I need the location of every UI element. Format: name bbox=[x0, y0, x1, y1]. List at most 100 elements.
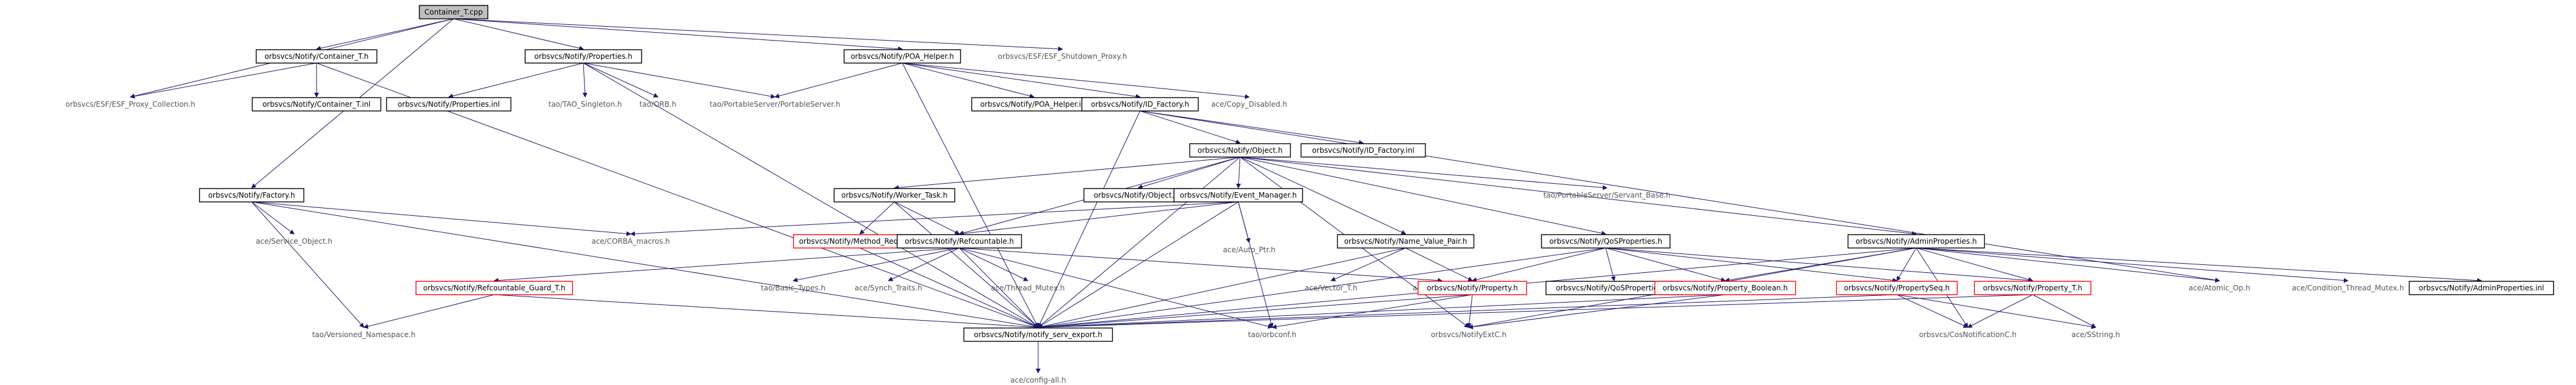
edge-orbsvcs-notify-adminproperties-h-to-orbsvcs-notify-propertyseq-h bbox=[1896, 247, 1917, 281]
node-label: orbsvcs/Notify/Object.h bbox=[1198, 146, 1283, 155]
node-orbsvcs-esf-esf-shutdown-proxy-h: orbsvcs/ESF/ESF_Shutdown_Proxy.h bbox=[998, 52, 1127, 61]
node-label: tao/PortableServer/PortableServer.h bbox=[709, 100, 840, 109]
edge-orbsvcs-notify-name-value-pair-h-to-orbsvcs-notify-property-h bbox=[1405, 247, 1473, 281]
node-box bbox=[418, 5, 489, 19]
node-orbsvcs-notify-object-h[interactable]: orbsvcs/Notify/Object.h bbox=[1189, 143, 1291, 158]
node-orbsvcs-notify-poa-helper-inl[interactable]: orbsvcs/Notify/POA_Helper.inl bbox=[971, 97, 1097, 112]
edge-orbsvcs-notify-factory-h-to-orbsvcs-notify-notify-serv-export-h bbox=[251, 201, 1039, 329]
edge-orbsvcs-notify-qosproperties-h-to-orbsvcs-notify-notify-serv-export-h bbox=[1038, 247, 1606, 329]
node-orbsvcs-notify-notify-serv-export-h[interactable]: orbsvcs/Notify/notify_serv_export.h bbox=[963, 327, 1113, 342]
node-orbsvcs-notify-property-t-h[interactable]: orbsvcs/Notify/Property_T.h bbox=[1974, 281, 2091, 295]
edge-orbsvcs-notify-properties-h-to-orbsvcs-notify-properties-inl bbox=[448, 62, 584, 99]
node-orbsvcs-notify-factory-h[interactable]: orbsvcs/Notify/Factory.h bbox=[199, 188, 304, 203]
node-label: orbsvcs/Notify/Object.inl bbox=[1094, 191, 1183, 199]
edge-orbsvcs-notify-object-h-to-orbsvcs-notify-adminproperties-h bbox=[1239, 156, 1917, 236]
edge-orbsvcs-notify-name-value-pair-h-to-orbsvcs-notify-notify-serv-export-h bbox=[1038, 247, 1406, 329]
node-orbsvcs-notify-propertyseq-h[interactable]: orbsvcs/Notify/PropertySeq.h bbox=[1836, 281, 1958, 295]
node-orbsvcs-notify-property-h[interactable]: orbsvcs/Notify/Property.h bbox=[1417, 281, 1528, 295]
node-orbsvcs-notify-refcountable-h[interactable]: orbsvcs/Notify/Refcountable.h bbox=[896, 234, 1022, 249]
node-label: ace/Thread_Mutex.h bbox=[991, 284, 1065, 292]
node-label: orbsvcs/ESF/ESF_Proxy_Collection.h bbox=[65, 100, 195, 109]
node-orbsvcs-notify-qosproperties-h[interactable]: orbsvcs/Notify/QoSProperties.h bbox=[1541, 234, 1671, 249]
node-tao-orbconf-h: tao/orbconf.h bbox=[1248, 330, 1296, 339]
node-label: orbsvcs/CosNotificationC.h bbox=[1919, 330, 2017, 339]
node-box bbox=[1847, 234, 1985, 249]
edges-layer bbox=[130, 18, 2482, 373]
node-orbsvcs-notify-worker-task-h[interactable]: orbsvcs/Notify/Worker_Task.h bbox=[833, 188, 956, 203]
node-label: orbsvcs/Notify/Container_T.h bbox=[264, 52, 369, 61]
node-box bbox=[896, 234, 1022, 249]
node-orbsvcs-notify-name-value-pair-h[interactable]: orbsvcs/Notify/Name_Value_Pair.h bbox=[1337, 234, 1475, 249]
node-orbsvcs-notify-properties-h[interactable]: orbsvcs/Notify/Properties.h bbox=[525, 49, 642, 64]
node-orbsvcs-notify-property-boolean-h[interactable]: orbsvcs/Notify/Property_Boolean.h bbox=[1654, 281, 1796, 295]
edge-orbsvcs-notify-refcountable-h-to-tao-basic-types-h bbox=[793, 247, 960, 283]
node-orbsvcs-notify-method-request-h[interactable]: orbsvcs/Notify/Method_Request.h bbox=[793, 234, 927, 249]
node-orbsvcs-notify-adminproperties-inl[interactable]: orbsvcs/Notify/AdminProperties.inl bbox=[2409, 281, 2554, 295]
node-label: orbsvcs/ESF/ESF_Shutdown_Proxy.h bbox=[998, 52, 1127, 61]
node-orbsvcs-notify-refcountable-guard-t-h[interactable]: orbsvcs/Notify/Refcountable_Guard_T.h bbox=[415, 281, 573, 295]
edge-orbsvcs-notify-properties-h-to-orbsvcs-notify-notify-serv-export-h bbox=[583, 62, 1039, 328]
node-label: orbsvcs/NotifyExtC.h bbox=[1431, 330, 1507, 339]
node-label: orbsvcs/Notify/QoSProperties.inl bbox=[1556, 284, 1673, 292]
node-orbsvcs-cosnotificationc-h: orbsvcs/CosNotificationC.h bbox=[1919, 330, 2017, 339]
edge-orbsvcs-notify-qosproperties-h-to-orbsvcs-notify-property-boolean-h bbox=[1605, 247, 1726, 283]
edge-orbsvcs-notify-factory-h-to-tao-versioned-namespace-h bbox=[251, 201, 364, 328]
edge-orbsvcs-notify-refcountable-h-to-ace-bound-ptr-h bbox=[959, 247, 1443, 283]
node-box bbox=[415, 281, 573, 295]
node-orbsvcs-notify-qosproperties-inl[interactable]: orbsvcs/Notify/QoSProperties.inl bbox=[1545, 281, 1683, 295]
edge-orbsvcs-notify-poa-helper-h-to-orbsvcs-notify-id-factory-h bbox=[902, 62, 1141, 99]
node-box bbox=[1974, 281, 2091, 295]
node-tao-portableserver-portableserver-h: tao/PortableServer/PortableServer.h bbox=[709, 100, 840, 109]
node-container-t-cpp[interactable]: Container_T.cpp bbox=[418, 5, 489, 19]
edge-orbsvcs-notify-adminproperties-h-to-orbsvcs-notify-property-t-h bbox=[1916, 247, 2033, 282]
edge-orbsvcs-notify-properties-h-to-tao-orb-h bbox=[583, 62, 659, 98]
edge-orbsvcs-notify-property-t-h-to-orbsvcs-cosnotificationc-h bbox=[1967, 294, 2033, 328]
node-orbsvcs-notify-object-inl[interactable]: orbsvcs/Notify/Object.inl bbox=[1083, 188, 1193, 203]
edge-orbsvcs-notify-id-factory-h-to-orbsvcs-notify-object-h bbox=[1139, 110, 1241, 144]
edge-orbsvcs-notify-poa-helper-h-to-orbsvcs-notify-poa-helper-inl bbox=[902, 62, 1035, 99]
node-box bbox=[844, 49, 961, 64]
edge-orbsvcs-notify-object-h-to-orbsvcs-notify-qosproperties-h bbox=[1239, 156, 1606, 236]
node-box bbox=[199, 188, 304, 203]
node-label: orbsvcs/Notify/ID_Factory.inl bbox=[1312, 146, 1415, 155]
node-box bbox=[1836, 281, 1958, 295]
edge-orbsvcs-notify-object-h-to-tao-portableserver-servant-base-h bbox=[1239, 156, 1608, 190]
node-ace-copy-disabled-h: ace/Copy_Disabled.h bbox=[1211, 100, 1287, 109]
node-label: Container_T.cpp bbox=[424, 8, 483, 16]
node-label: orbsvcs/Notify/Name_Value_Pair.h bbox=[1344, 237, 1467, 246]
node-label: orbsvcs/Notify/POA_Helper.inl bbox=[981, 100, 1088, 109]
node-label: orbsvcs/Notify/QoSProperties.h bbox=[1549, 237, 1662, 246]
node-ace-thread-mutex-h: ace/Thread_Mutex.h bbox=[991, 284, 1065, 292]
edge-orbsvcs-notify-propertyseq-h-to-ace-sstring-h bbox=[1896, 294, 2096, 329]
node-ace-vector-t-h: ace/Vector_T.h bbox=[1305, 284, 1358, 292]
edge-orbsvcs-notify-object-h-to-orbsvcs-notify-notify-serv-export-h bbox=[1038, 156, 1241, 328]
node-label: orbsvcs/Notify/Properties.h bbox=[534, 52, 632, 61]
node-label: orbsvcs/Notify/Refcountable.h bbox=[905, 237, 1014, 246]
edge-orbsvcs-notify-adminproperties-h-to-ace-atomic-op-h bbox=[1916, 247, 2220, 283]
node-label: ace/Service_Object.h bbox=[256, 237, 332, 246]
node-label: orbsvcs/Notify/Properties.inl bbox=[398, 100, 500, 109]
node-orbsvcs-notify-properties-inl[interactable]: orbsvcs/Notify/Properties.inl bbox=[386, 97, 512, 112]
edge-orbsvcs-notify-property-t-h-to-ace-sstring-h bbox=[2032, 294, 2096, 328]
edge-orbsvcs-notify-properties-h-to-tao-portableserver-portableserver-h bbox=[583, 62, 776, 99]
node-box bbox=[1300, 143, 1426, 158]
node-orbsvcs-notify-id-factory-h[interactable]: orbsvcs/Notify/ID_Factory.h bbox=[1081, 97, 1199, 112]
node-orbsvcs-notify-poa-helper-h[interactable]: orbsvcs/Notify/POA_Helper.h bbox=[844, 49, 961, 64]
edge-orbsvcs-notify-event-manager-h-to-orbsvcs-notify-refcountable-h bbox=[959, 201, 1239, 236]
node-label: ace/Copy_Disabled.h bbox=[1211, 100, 1287, 109]
node-orbsvcs-notify-event-manager-h[interactable]: orbsvcs/Notify/Event_Manager.h bbox=[1173, 188, 1303, 203]
edge-orbsvcs-notify-name-value-pair-h-to-ace-vector-t-h bbox=[1330, 247, 1406, 281]
node-orbsvcs-notify-container-t-inl[interactable]: orbsvcs/Notify/Container_T.inl bbox=[252, 97, 381, 112]
node-orbsvcs-notify-adminproperties-h[interactable]: orbsvcs/Notify/AdminProperties.h bbox=[1847, 234, 1985, 249]
node-orbsvcs-notify-id-factory-inl[interactable]: orbsvcs/Notify/ID_Factory.inl bbox=[1300, 143, 1426, 158]
node-orbsvcs-notifyextc-h: orbsvcs/NotifyExtC.h bbox=[1431, 330, 1507, 339]
edge-orbsvcs-notify-qosproperties-h-to-orbsvcs-notify-property-h bbox=[1472, 247, 1606, 283]
node-box bbox=[1173, 188, 1303, 203]
edge-orbsvcs-notify-object-h-to-orbsvcs-notify-object-inl bbox=[1138, 156, 1241, 189]
node-orbsvcs-notify-container-t-h[interactable]: orbsvcs/Notify/Container_T.h bbox=[255, 49, 378, 64]
edge-orbsvcs-notify-refcountable-h-to-orbsvcs-notify-refcountable-guard-t-h bbox=[494, 247, 960, 283]
node-label: ace/Synch_Traits.h bbox=[854, 284, 922, 292]
edge-orbsvcs-notify-propertyseq-h-to-orbsvcs-notify-notify-serv-export-h bbox=[1038, 294, 1897, 330]
edge-orbsvcs-notify-property-h-to-tao-orbconf-h bbox=[1272, 294, 1473, 329]
edge-orbsvcs-notify-property-t-h-to-orbsvcs-notify-notify-serv-export-h bbox=[1038, 294, 2033, 330]
